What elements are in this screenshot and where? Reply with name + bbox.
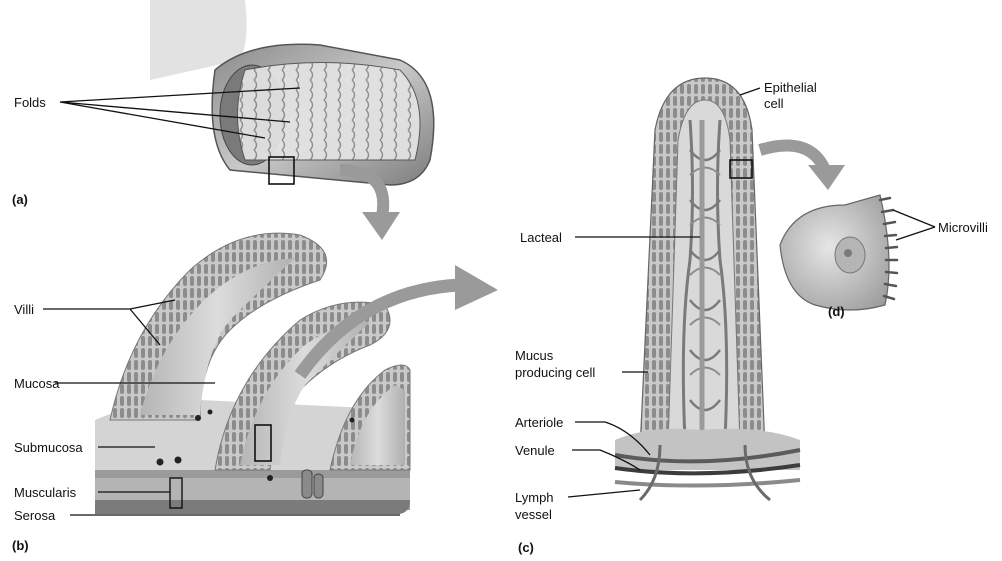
label-epithelial-cell-line2: cell — [764, 96, 784, 111]
label-arteriole: Arteriole — [515, 415, 563, 430]
arrow-c-to-d — [760, 146, 845, 191]
panel-label-b: (b) — [12, 538, 29, 553]
panel-d-epithelial-cell — [780, 195, 897, 310]
label-epithelial-cell-line1: Epithelial — [764, 80, 817, 95]
label-serosa: Serosa — [14, 508, 55, 523]
label-venule: Venule — [515, 443, 555, 458]
label-lymph-vessel-line2: vessel — [515, 507, 552, 522]
panel-a-intestine — [150, 0, 434, 185]
panel-b-villi-section — [95, 233, 410, 514]
panel-label-c: (c) — [518, 540, 534, 555]
label-folds: Folds — [14, 95, 46, 110]
label-microvilli: Microvilli — [938, 220, 988, 235]
label-villi: Villi — [14, 302, 34, 317]
panel-label-d: (d) — [828, 304, 845, 319]
label-mucosa: Mucosa — [14, 376, 60, 391]
label-submucosa: Submucosa — [14, 440, 83, 455]
label-mucus-cell-line1: Mucus — [515, 348, 553, 363]
panel-label-a: (a) — [12, 192, 28, 207]
label-muscularis: Muscularis — [14, 485, 76, 500]
label-mucus-cell-line2: producing cell — [515, 365, 595, 380]
label-lymph-vessel-line1: Lymph — [515, 490, 554, 505]
label-lacteal: Lacteal — [520, 230, 562, 245]
